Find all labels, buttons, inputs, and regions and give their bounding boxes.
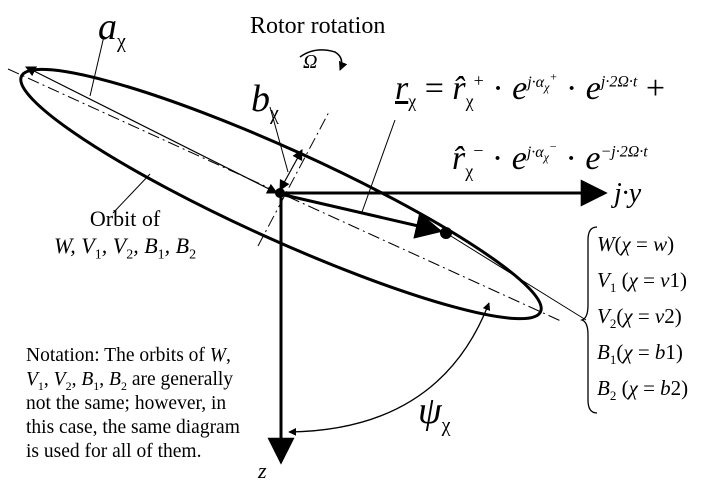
z-axis-label: z: [258, 458, 267, 483]
legend-item: V2(χ = v2): [597, 304, 682, 332]
r-leader: [361, 119, 396, 213]
equation-line-1: rχ = r̂χ+ · ej·αχ+ · ej·2Ω·t +: [395, 69, 666, 111]
legend-item: V1 (χ = v1): [597, 268, 687, 296]
psi-chi-label: ψχ: [418, 390, 451, 437]
legend-brace: [579, 226, 598, 414]
orbit-label-line-1: Orbit of: [89, 206, 161, 231]
semi-major-arrow: [25, 66, 278, 194]
minor-axis-line: [257, 109, 331, 247]
rotor-rotation-label: Rotor rotation: [250, 13, 386, 39]
notation-text: Notation: The orbits of W, V1, V2, B1, B…: [26, 345, 240, 462]
legend-item: W(χ = w): [597, 232, 675, 256]
rotation-arrow: [299, 49, 348, 71]
major-axis-line: [7, 68, 564, 323]
omega-label: Ω: [303, 51, 318, 73]
legend-item: B2 (χ = b2): [597, 376, 689, 404]
b-chi-label: bχ: [251, 78, 279, 125]
legend-item: B1(χ = b1): [597, 340, 683, 368]
b-leader: [269, 106, 289, 173]
legend-leader: [445, 232, 587, 321]
orbit-label-line-2: W, V1, V2, B1, B2: [54, 233, 197, 263]
equation-line-2: r̂χ− · ej·αχ− · e−j·2Ω·t: [452, 139, 648, 181]
semi-minor-arrow: [279, 149, 303, 191]
psi-arc: [288, 302, 491, 436]
orbit-leader: [112, 173, 151, 214]
orbit-label: Orbit of W, V1, V2, B1, B2: [54, 205, 197, 263]
a-chi-label: aχ: [98, 6, 126, 53]
a-leader: [89, 35, 105, 97]
r-vector: [279, 192, 443, 239]
center-point: [275, 188, 285, 198]
jy-axis-label: j·y: [614, 178, 642, 209]
legend: W(χ = w) V1 (χ = v1) V2(χ = v2) B1(χ = b…: [597, 226, 688, 406]
